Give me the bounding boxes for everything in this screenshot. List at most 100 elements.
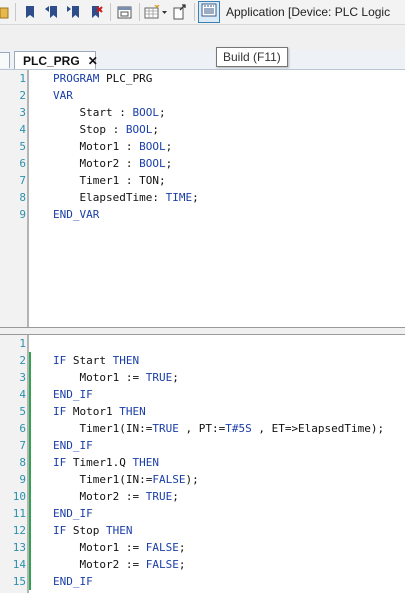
line-number: 2 xyxy=(19,354,26,367)
line-number: 5 xyxy=(19,405,26,418)
toolbar-separator xyxy=(15,3,16,21)
code-token: Motor2 := xyxy=(53,558,146,571)
export-icon[interactable] xyxy=(169,1,191,23)
code-text: END_IF xyxy=(53,437,93,454)
code-token: PLC_PRG xyxy=(99,72,153,85)
line-number: 15 xyxy=(12,575,26,588)
code-token: Motor2 : xyxy=(53,157,140,170)
code-line[interactable]: 6 Timer1(IN:=TRUE , PT:=T#5S , ET=>Elaps… xyxy=(0,420,405,437)
code-line[interactable]: 9 Timer1(IN:=FALSE); xyxy=(0,471,405,488)
keyword-token: THEN xyxy=(112,354,140,367)
code-text: IF Motor1 THEN xyxy=(53,403,146,420)
code-line[interactable]: 6 Motor2 : BOOL; xyxy=(0,155,405,172)
code-line[interactable]: 13 Motor1 := FALSE; xyxy=(0,539,405,556)
code-line[interactable]: 7 Timer1 : TON; xyxy=(0,172,405,189)
keyword-token: THEN xyxy=(132,456,159,469)
code-line[interactable]: 2 IF Start THEN xyxy=(0,352,405,369)
code-line[interactable]: 10 Motor2 := TRUE; xyxy=(0,488,405,505)
code-line[interactable]: 15 END_IF xyxy=(0,573,405,590)
code-text: Timer1(IN:=TRUE , PT:=T#5S , ET=>Elapsed… xyxy=(53,420,384,437)
keyword-token: IF xyxy=(53,405,67,418)
code-text: Motor2 := FALSE; xyxy=(53,556,185,573)
code-line[interactable]: 8 ElapsedTime: TIME; xyxy=(0,189,405,206)
code-line[interactable]: 3 Start : BOOL; xyxy=(0,104,405,121)
code-token: Motor1 := xyxy=(53,371,146,384)
close-icon[interactable]: ✕ xyxy=(87,53,98,68)
keyword-token: VAR xyxy=(53,89,73,102)
keyword-token: IF xyxy=(53,456,67,469)
code-text: END_IF xyxy=(53,386,93,403)
code-token: ; xyxy=(158,106,166,119)
code-token: ); xyxy=(185,473,199,486)
keyword-token: END_VAR xyxy=(53,208,100,221)
line-number: 7 xyxy=(19,174,26,187)
code-token: Timer1 : TON; xyxy=(53,174,166,187)
build-tooltip: Build (F11) xyxy=(216,47,288,67)
code-line[interactable]: 3 Motor1 := TRUE; xyxy=(0,369,405,386)
type-token: BOOL xyxy=(139,157,166,170)
type-token: BOOL xyxy=(125,123,153,136)
window-icon[interactable] xyxy=(114,1,136,23)
code-text: Motor1 := FALSE; xyxy=(53,539,185,556)
type-token: BOOL xyxy=(139,140,166,153)
build-button[interactable] xyxy=(198,1,220,23)
type-token: BOOL xyxy=(132,106,159,119)
tab-plc-prg[interactable]: PLC_PRG ✕ xyxy=(14,51,98,69)
next-bookmark-icon[interactable] xyxy=(63,1,85,23)
toolbar-separator xyxy=(139,3,140,21)
keyword-token: PROGRAM xyxy=(53,72,100,85)
code-token: Start xyxy=(66,354,113,367)
line-number: 2 xyxy=(19,89,26,102)
code-text: END_IF xyxy=(53,573,93,590)
prev-bookmark-icon[interactable] xyxy=(41,1,63,23)
code-line[interactable]: 2 VAR xyxy=(0,87,405,104)
line-number: 7 xyxy=(19,439,26,452)
bookmark-icon[interactable] xyxy=(19,1,41,23)
code-line[interactable]: 4 Stop : BOOL; xyxy=(0,121,405,138)
code-token: ; xyxy=(192,191,199,204)
code-line[interactable]: 14 Motor2 := FALSE; xyxy=(0,556,405,573)
code-token: Stop xyxy=(66,524,106,537)
grid-dropdown-icon[interactable] xyxy=(143,1,169,23)
code-line[interactable]: 7 END_IF xyxy=(0,437,405,454)
code-text: VAR xyxy=(53,87,73,104)
keyword-token: IF xyxy=(53,354,67,367)
code-text: IF Start THEN xyxy=(53,352,139,369)
line-number: 13 xyxy=(12,541,26,554)
code-token: ; xyxy=(172,490,179,503)
type-token: T#5S xyxy=(225,422,252,435)
line-number: 6 xyxy=(19,157,26,170)
folder-icon[interactable] xyxy=(0,1,12,23)
type-token: FALSE xyxy=(145,541,179,554)
type-token: TIME xyxy=(165,191,193,204)
code-token: ; xyxy=(172,371,179,384)
clear-bookmark-icon[interactable] xyxy=(85,1,107,23)
code-token: Motor1 xyxy=(66,405,120,418)
keyword-token: THEN xyxy=(119,405,146,418)
code-line[interactable]: 5 Motor1 : BOOL; xyxy=(0,138,405,155)
code-text: Motor2 : BOOL; xyxy=(53,155,172,172)
code-token: Timer1(IN:= xyxy=(53,422,153,435)
line-number: 9 xyxy=(19,208,26,221)
keyword-token: END_IF xyxy=(53,575,93,588)
code-text: Start : BOOL; xyxy=(53,104,166,121)
code-line[interactable]: 1 xyxy=(0,335,405,352)
line-number: 8 xyxy=(19,191,26,204)
editor-splitter[interactable] xyxy=(0,327,405,335)
code-token: Timer1.Q xyxy=(66,456,133,469)
code-text: Motor1 : BOOL; xyxy=(53,138,172,155)
keyword-token: THEN xyxy=(106,524,133,537)
code-line[interactable]: 9 END_VAR xyxy=(0,206,405,223)
code-line[interactable]: 5 IF Motor1 THEN xyxy=(0,403,405,420)
code-text: Timer1(IN:=FALSE); xyxy=(53,471,199,488)
tab-overflow[interactable] xyxy=(0,52,10,68)
code-token: Motor1 : xyxy=(53,140,140,153)
application-title: Application [Device: PLC Logic xyxy=(226,5,391,19)
